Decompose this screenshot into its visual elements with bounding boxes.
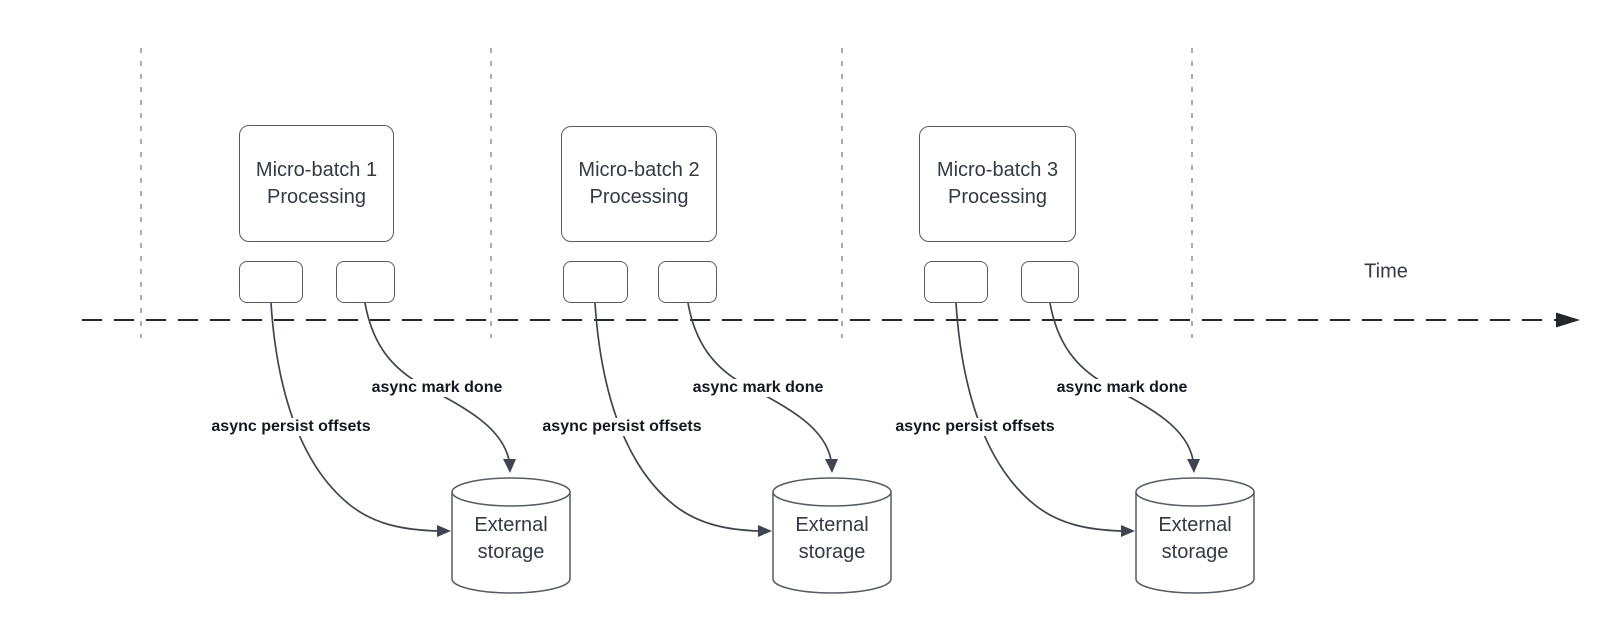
micro-batch-1-box: Micro-batch 1 Processing: [239, 125, 394, 242]
external-storage-cylinder-1: [451, 477, 571, 594]
cylinder-top: [1135, 477, 1255, 507]
cylinder-top: [772, 477, 892, 507]
persist-offsets-arrowhead-icon: [1121, 525, 1135, 537]
cylinder-top: [451, 477, 571, 507]
group-2-mark-done-box: [658, 261, 717, 303]
micro-batch-2-label: Micro-batch 2 Processing: [578, 159, 700, 208]
persist-offsets-arrow: [955, 302, 1123, 532]
group-2-persist-offsets-label: async persist offsets: [540, 418, 704, 436]
group-1-storage-label: External storage: [474, 514, 548, 563]
cylinder-body: [772, 492, 892, 594]
group-1-mark-done-label: async mark done: [369, 379, 505, 397]
cylinder-body: [451, 492, 571, 594]
group-1-mark-done-box: [336, 261, 395, 303]
mark-done-arrowhead-icon: [1187, 459, 1200, 473]
mark-done-arrowhead-icon: [503, 459, 516, 473]
micro-batch-2-box: Micro-batch 2 Processing: [561, 126, 717, 242]
group-3-persist-offsets-label: async persist offsets: [893, 418, 1057, 436]
group-3-storage-label: External storage: [1158, 514, 1232, 563]
group-1-persist-offsets-box: [239, 261, 303, 303]
time-axis-arrowhead-icon: [1556, 312, 1580, 328]
persist-offsets-arrow: [594, 302, 760, 532]
group-2-persist-offsets-box: [563, 261, 628, 303]
group-2-mark-done-label: async mark done: [690, 379, 826, 397]
external-storage-cylinder-3: [1135, 477, 1255, 594]
cylinder-body: [1135, 492, 1255, 594]
group-3-mark-done-label: async mark done: [1054, 379, 1190, 397]
group-3-persist-offsets-box: [924, 261, 988, 303]
mark-done-arrowhead-icon: [825, 459, 838, 473]
group-1-persist-offsets-label: async persist offsets: [209, 418, 373, 436]
persist-offsets-arrowhead-icon: [437, 525, 451, 537]
micro-batch-1-label: Micro-batch 1 Processing: [255, 158, 378, 208]
batch-boundary-guides: [140, 48, 1193, 338]
time-label: Time: [1364, 260, 1408, 283]
micro-batch-3-box: Micro-batch 3 Processing: [919, 126, 1076, 242]
time-axis: [82, 312, 1580, 328]
micro-batch-3-label: Micro-batch 3 Processing: [936, 159, 1059, 208]
persist-offsets-arrow: [270, 302, 439, 532]
persist-offsets-arrowhead-icon: [758, 525, 772, 537]
group-2-storage-label: External storage: [795, 514, 869, 563]
group-3-mark-done-box: [1021, 261, 1079, 303]
external-storage-cylinder-2: [772, 477, 892, 594]
